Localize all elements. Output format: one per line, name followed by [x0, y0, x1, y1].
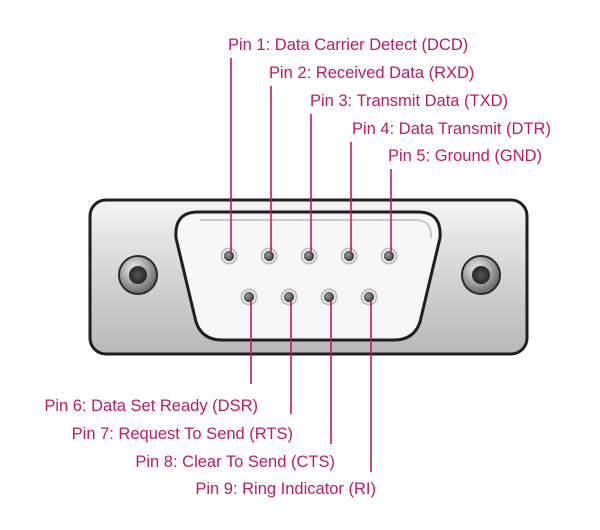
pin-6-label: Pin 6: Data Set Ready (DSR): [44, 397, 258, 415]
connector-face: [174, 210, 442, 342]
pin-2-hole: [260, 247, 278, 265]
pin-labels: Pin 1: Data Carrier Detect (DCD) Pin 2: …: [44, 36, 551, 498]
leader-lines: [230, 58, 392, 472]
pin-7-hole: [280, 288, 298, 306]
pin-1-label: Pin 1: Data Carrier Detect (DCD): [228, 36, 468, 54]
pin-3-hole: [300, 247, 318, 265]
face-highlight: [200, 219, 433, 239]
pin-8-hole: [320, 288, 338, 306]
pin-9-label: Pin 9: Ring Indicator (RI): [195, 480, 376, 498]
left-screw-icon: [118, 255, 158, 295]
pin-4-hole: [340, 247, 358, 265]
pin-5-hole: [380, 247, 398, 265]
pin-8-label: Pin 8: Clear To Send (CTS): [135, 453, 335, 471]
pin-4-label: Pin 4: Data Transmit (DTR): [352, 120, 551, 138]
pin-3-label: Pin 3: Transmit Data (TXD): [310, 92, 508, 110]
right-screw-icon: [461, 255, 501, 295]
pin-2-label: Pin 2: Received Data (RXD): [269, 64, 474, 82]
pin-1-hole: [220, 247, 238, 265]
pin-5-label: Pin 5: Ground (GND): [388, 147, 542, 165]
pin-6-hole: [240, 288, 258, 306]
pin-7-label: Pin 7: Request To Send (RTS): [72, 425, 293, 443]
pin-9-hole: [360, 288, 378, 306]
